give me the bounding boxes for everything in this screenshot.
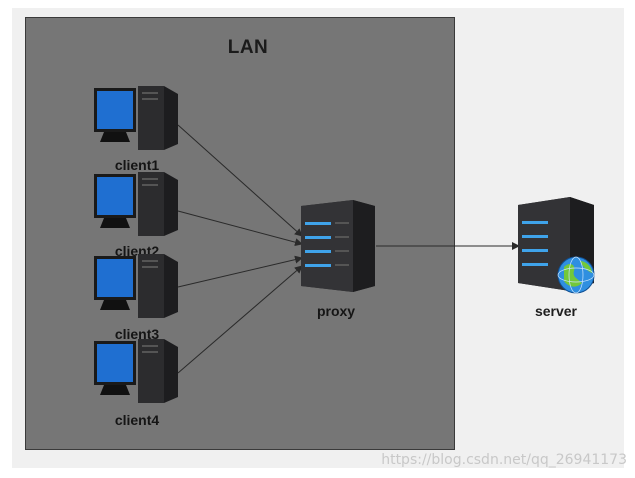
arrow-client3-proxy bbox=[177, 255, 303, 288]
client3-computer-icon bbox=[94, 254, 180, 320]
client4-label: client4 bbox=[114, 412, 160, 428]
client4-computer-icon bbox=[94, 339, 180, 405]
client1-computer-icon bbox=[94, 86, 180, 152]
watermark: https://blog.csdn.net/qq_26941173 bbox=[381, 452, 627, 468]
globe-icon bbox=[557, 256, 595, 294]
server-label: server bbox=[534, 303, 578, 319]
arrow-client4-proxy bbox=[177, 265, 303, 374]
client3-label: client3 bbox=[114, 326, 160, 342]
arrow-client1-proxy bbox=[177, 124, 303, 237]
client1-label: client1 bbox=[114, 157, 160, 173]
server-icon bbox=[518, 197, 600, 297]
client2-computer-icon bbox=[94, 172, 180, 238]
lan-title: LAN bbox=[227, 37, 269, 58]
proxy-server-icon bbox=[301, 200, 377, 292]
arrow-client2-proxy bbox=[177, 210, 303, 247]
proxy-label: proxy bbox=[316, 303, 356, 319]
